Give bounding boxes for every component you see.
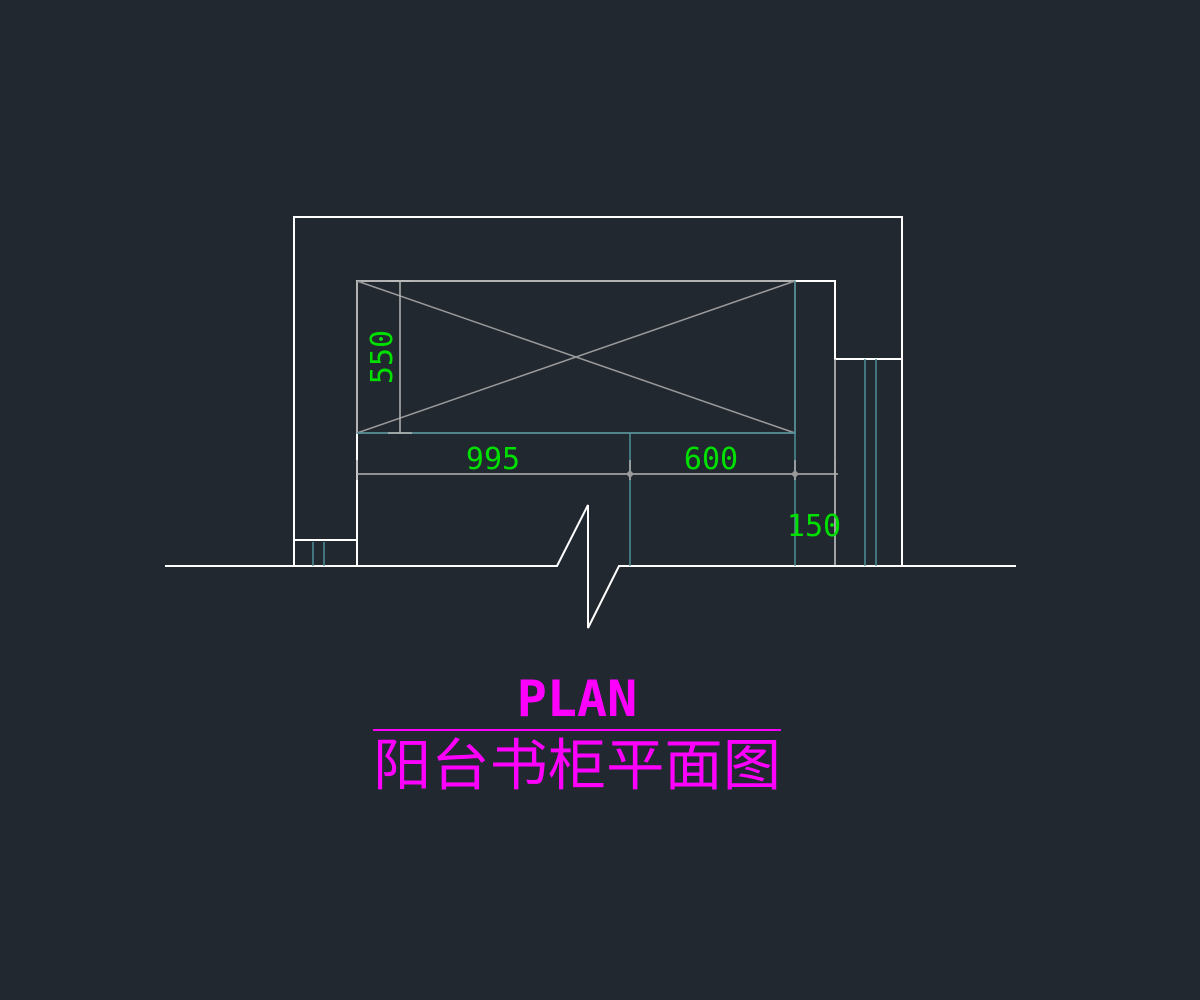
dimension-550: 550 [365,330,400,384]
dimension-600: 600 [684,442,738,477]
width-dim-tick-cabinet [792,471,798,477]
outer-wall-outline [293,216,903,566]
dimension-995: 995 [466,442,520,477]
floor-line-with-break [165,504,1016,629]
dimension-150: 150 [787,509,841,544]
cabinet-cross-b [356,280,796,434]
width-dim-tick-mid [627,471,633,477]
title-english: PLAN [517,670,637,728]
title-chinese: 阳台书柜平面图 [373,734,781,799]
